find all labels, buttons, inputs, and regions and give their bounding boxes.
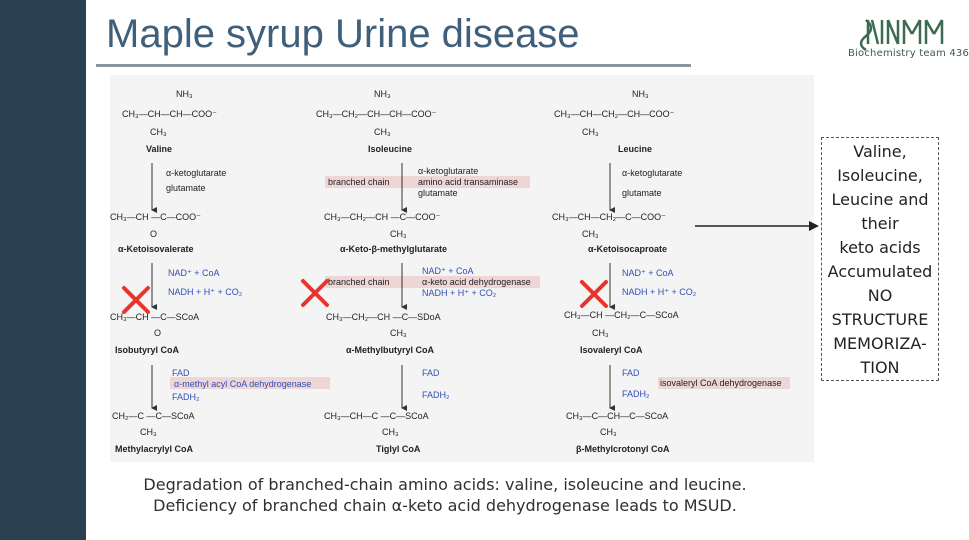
- leu-final-label: β-Methylcrotonyl CoA: [576, 444, 670, 454]
- enzyme-band-transaminase: [325, 176, 530, 188]
- note-line: Leucine and: [831, 190, 929, 209]
- val-final-ch3: CH₃: [140, 427, 157, 437]
- leu-nh3: NH₃: [632, 89, 649, 99]
- pathway-diagram: NH₃ CH₃—CH—CH—COO⁻ CH₃ Valine α-ketoglut…: [110, 75, 814, 462]
- leu-final-ch3: CH₃: [600, 427, 617, 437]
- caption-line-2: Deficiency of branched chain α-keto acid…: [153, 496, 737, 515]
- note-line: NO: [867, 286, 893, 305]
- val-akg: α-ketoglutarate: [166, 168, 226, 178]
- leu-structure: CH₃—CH—CH₂—CH—COO⁻: [554, 109, 675, 119]
- leu-fad: FAD: [622, 368, 640, 378]
- note-box: Valine, Isoleucine, Leucine and their ke…: [821, 137, 939, 381]
- ile-enzyme1-left: branched chain: [328, 177, 390, 187]
- ile-coa-label: α-Methylbutyryl CoA: [346, 345, 435, 355]
- val-keto-o: O: [150, 229, 157, 239]
- ile-coa-structure: CH₃—CH₂—CH —C—SDoA: [326, 312, 441, 322]
- ile-final-label: Tiglyl CoA: [376, 444, 421, 454]
- block-x-icon-valine: [122, 286, 150, 314]
- block-x-icon-isoleucine: [301, 279, 329, 307]
- val-coa-label: Isobutyryl CoA: [115, 345, 180, 355]
- figure-caption: Degradation of branched-chain amino acid…: [100, 474, 790, 516]
- enzyme-band-isovaleryl: [658, 377, 790, 389]
- enzyme-band-methylacyl: [170, 377, 330, 389]
- ile-fadh2: FADH₂: [422, 390, 450, 400]
- leu-keto-label: α-Ketoisocaproate: [588, 244, 667, 254]
- dna-logo-icon: [859, 19, 944, 52]
- ile-label: Isoleucine: [368, 144, 412, 154]
- title-underline: [96, 64, 691, 67]
- note-line: Isoleucine,: [837, 166, 923, 185]
- ile-ch3: CH₃: [374, 127, 391, 137]
- note-line: Accumulated: [827, 262, 933, 281]
- caption-line-1: Degradation of branched-chain amino acid…: [143, 475, 747, 494]
- val-structure: CH₃—CH—CH—COO⁻: [122, 109, 217, 119]
- leu-glu: glutamate: [622, 188, 662, 198]
- val-nh3: NH₃: [176, 89, 193, 99]
- val-final-label: Methylacrylyl CoA: [115, 444, 194, 454]
- val-glu: glutamate: [166, 183, 206, 193]
- note-line: STRUCTURE: [831, 310, 929, 329]
- note-line: TION: [860, 358, 900, 377]
- pointer-arrow-icon: [695, 221, 819, 231]
- note-line: MEMORIZA-: [833, 334, 927, 353]
- sidebar-band: [0, 0, 86, 540]
- ile-nh3: NH₃: [374, 89, 391, 99]
- ile-akg: α-ketoglutarate: [418, 166, 478, 176]
- enzyme-band-dehydrogenase: [325, 276, 540, 288]
- ile-enzyme1-right: amino acid transaminase: [418, 177, 518, 187]
- ile-final-structure: CH₃—CH—C —C—SCoA: [324, 411, 429, 421]
- leu-fadh2: FADH₂: [622, 389, 650, 399]
- ile-coa-ch3: CH₃: [390, 328, 407, 338]
- leu-coa-structure: CH₃—CH —CH₂—C—SCoA: [564, 310, 679, 320]
- val-enzyme3: α-methyl acyl CoA dehydrogenase: [174, 379, 311, 389]
- pathway-svg: NH₃ CH₃—CH—CH—COO⁻ CH₃ Valine α-ketoglut…: [110, 89, 790, 454]
- val-nadh: NADH + H⁺ + CO₂: [168, 287, 243, 297]
- ile-nadh: NADH + H⁺ + CO₂: [422, 288, 497, 298]
- leu-ch3: CH₃: [582, 127, 599, 137]
- note-line: Valine,: [853, 142, 907, 161]
- leu-label: Leucine: [618, 144, 652, 154]
- note-line: their: [861, 214, 899, 233]
- ile-enzyme2-left: branched chain: [328, 277, 390, 287]
- leu-akg: α-ketoglutarate: [622, 168, 682, 178]
- logo-caption: Biochemistry team 436: [848, 48, 969, 59]
- leu-final-structure: CH₃—C—CH—C—SCoA: [566, 411, 668, 421]
- ile-enzyme2-right: α-keto acid dehydrogenase: [422, 277, 531, 287]
- val-fadh2: FADH₂: [172, 392, 200, 402]
- val-coa-structure: CH₃—CH —C—SCoA: [110, 312, 199, 322]
- val-keto-structure: CH₃—CH —C—COO⁻: [110, 212, 201, 222]
- ile-nad: NAD⁺ + CoA: [422, 266, 474, 276]
- ile-fad: FAD: [422, 368, 440, 378]
- slide-title: Maple syrup Urine disease: [106, 12, 580, 56]
- leu-nad: NAD⁺ + CoA: [622, 268, 674, 278]
- leu-enzyme3: isovaleryl CoA dehydrogenase: [660, 378, 782, 388]
- leu-coa-label: Isovaleryl CoA: [580, 345, 643, 355]
- leu-keto-ch3: CH₃: [582, 229, 599, 239]
- block-x-icon-leucine: [580, 280, 608, 308]
- leu-nadh: NADH + H⁺ + CO₂: [622, 287, 697, 297]
- ile-keto-label: α-Keto-β-methylglutarate: [340, 244, 447, 254]
- val-label: Valine: [146, 144, 172, 154]
- val-nad: NAD⁺ + CoA: [168, 268, 220, 278]
- val-coa-o: O: [154, 328, 161, 338]
- ile-final-ch3: CH₃: [382, 427, 399, 437]
- ile-glu: glutamate: [418, 188, 458, 198]
- val-ch3: CH₃: [150, 127, 167, 137]
- ile-keto-ch3: CH₃: [390, 229, 407, 239]
- ile-keto-structure: CH₃—CH₂—CH —C—COO⁻: [324, 212, 441, 222]
- val-fad: FAD: [172, 368, 190, 378]
- val-keto-label: α-Ketoisovalerate: [118, 244, 194, 254]
- note-line: keto acids: [839, 238, 921, 257]
- leu-keto-structure: CH₃—CH—CH₂—C—COO⁻: [552, 212, 666, 222]
- val-final-structure: CH₂—C —C—SCoA: [112, 411, 195, 421]
- leu-coa-ch3: CH₃: [592, 328, 609, 338]
- ile-structure: CH₃—CH₂—CH—CH—COO⁻: [316, 109, 437, 119]
